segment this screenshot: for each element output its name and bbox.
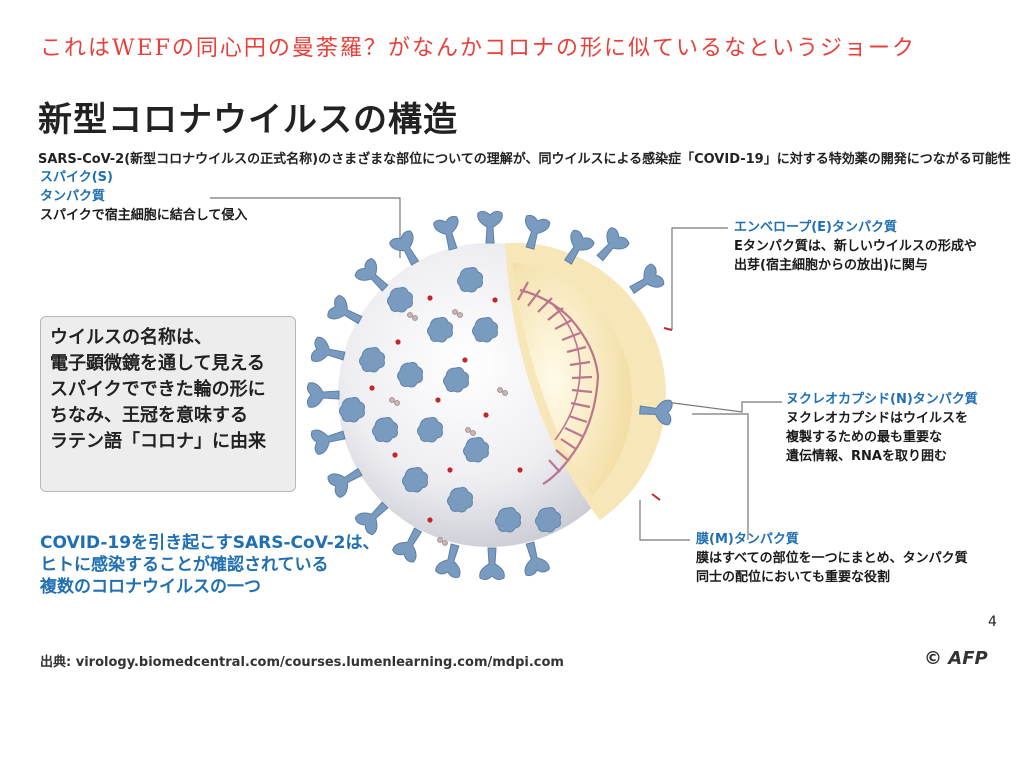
covid-line-2: ヒトに感染することが確認されている (40, 555, 329, 575)
nucleocapsid-desc-3: 遺伝情報、RNAを取り囲む (786, 449, 947, 464)
nucleocapsid-pairs (389, 309, 508, 546)
leader-lines (210, 197, 782, 541)
page-title: 新型コロナウイルスの構造 (38, 100, 458, 140)
info-line-4: ちなみ、王冠を意味する (50, 405, 248, 426)
spike-leader-line (210, 197, 401, 258)
info-line-3: スパイクでできた輪の形に (50, 379, 266, 400)
info-box (40, 316, 296, 492)
membrane-heading: 膜(M)タンパク質 (696, 532, 799, 547)
nucleocapsid-heading: ヌクレオカプシド(N)タンパク質 (786, 392, 978, 407)
spike-heading-2: タンパク質 (40, 189, 106, 204)
nucleocapsid-desc-1: ヌクレオカプシドはウイルスを (786, 411, 969, 426)
envelope-desc-1: Eタンパク質は、新しいウイルスの形成や (734, 239, 977, 254)
inner-cutaway (512, 262, 633, 496)
afp-credit: © AFP (924, 648, 988, 669)
envelope-heading: エンベロープ(E)タンパク質 (734, 220, 897, 235)
covid-line-3: 複数のコロナウイルスの一つ (40, 577, 261, 597)
envelope-label: エンベロープ(E)タンパク質 Eタンパク質は、新しいウイルスの形成や 出芽(宿主… (734, 218, 1014, 275)
spike-heading-1: スパイク(S) (40, 170, 113, 185)
nucleocapsid-leader-line-2 (692, 413, 749, 540)
nucleocapsid-leader-line (611, 394, 782, 413)
info-line-5: ラテン語「コロナ」に由来 (50, 431, 266, 452)
page-number: 4 (988, 614, 997, 630)
spike-desc: スパイクで宿主細胞に結合して侵入 (40, 208, 248, 223)
handwritten-note: これはWEFの同心円の曼荼羅？がなんかコロナの形に似ているなというジョーク (40, 36, 916, 61)
source-citation: 出典: virology.biomedcentral.com/courses.l… (40, 655, 564, 670)
envelope-leader-line (671, 227, 728, 330)
envelope-edge-markers (651, 327, 673, 501)
spike-label: スパイク(S) タンパク質 スパイクで宿主細胞に結合して侵入 (40, 168, 300, 225)
info-box-text: ウイルスの名称は、 電子顕微鏡を通して見える スパイクでできた輪の形に ちなみ、… (50, 325, 290, 455)
nucleocapsid-label: ヌクレオカプシド(N)タンパク質 ヌクレオカプシドはウイルスを 複製するための最… (786, 390, 1016, 466)
rna-coils (517, 281, 600, 485)
envelope-desc-2: 出芽(宿主細胞からの放出)に関与 (734, 258, 928, 273)
membrane-label: 膜(M)タンパク質 膜はすべての部位を一つにまとめ、タンパク質 同士の配位におい… (696, 530, 1016, 587)
covid-note: COVID-19を引き起こすSARS-CoV-2は、 ヒトに感染することが確認さ… (40, 532, 400, 598)
info-line-2: 電子顕微鏡を通して見える (50, 353, 265, 374)
page-subtitle: SARS-CoV-2(新型コロナウイルスの正式名称)のさまざまな部位についての理… (38, 152, 1011, 167)
membrane-desc-2: 同士の配位においても重要な役割 (696, 570, 890, 585)
envelope-proteins (369, 295, 523, 523)
nucleocapsid-desc-2: 複製するための最も重要な (786, 430, 943, 445)
membrane-leader-line (639, 500, 690, 541)
covid-line-1: COVID-19を引き起こすSARS-CoV-2は、 (40, 533, 380, 553)
info-line-1: ウイルスの名称は、 (50, 327, 212, 348)
membrane-desc-1: 膜はすべての部位を一つにまとめ、タンパク質 (696, 551, 968, 566)
